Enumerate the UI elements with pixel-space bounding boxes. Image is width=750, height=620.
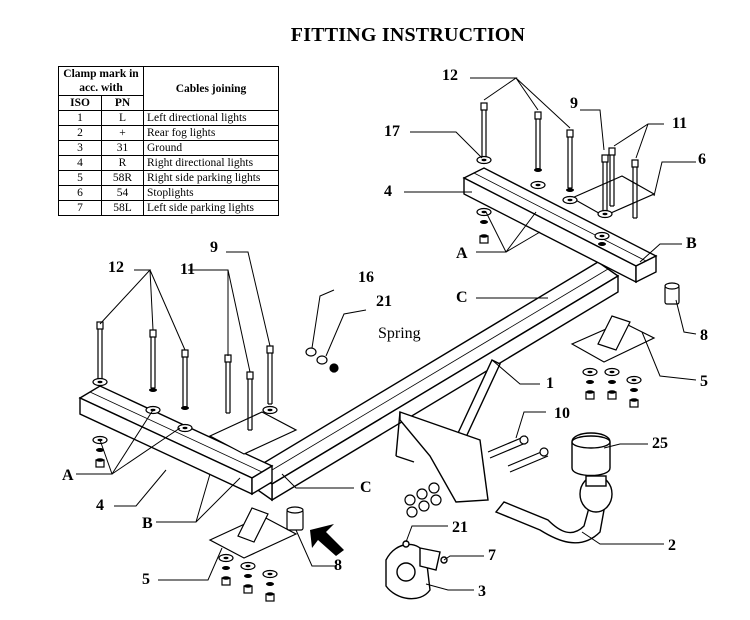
table-row: 7 58L Left side parking lights xyxy=(57,200,279,216)
label-5-left: 5 xyxy=(142,571,150,588)
label-6: 6 xyxy=(698,151,706,168)
label-5-right: 5 xyxy=(700,373,708,390)
header-clamp-mark: Clamp mark in acc. with xyxy=(58,66,144,96)
tow-ball-2 xyxy=(494,475,613,544)
label-11-left: 11 xyxy=(180,261,195,278)
label-16: 16 xyxy=(358,269,374,286)
label-21-bottom: 21 xyxy=(452,519,468,536)
table-row: 5 58R Right side parking lights xyxy=(57,170,279,186)
label-8-right: 8 xyxy=(700,327,708,344)
right-side-bracket xyxy=(462,167,658,284)
label-10: 10 xyxy=(554,405,570,422)
label-12-top: 12 xyxy=(442,67,458,84)
label-spring: Spring xyxy=(378,325,421,342)
label-a-left: A xyxy=(62,467,74,484)
label-3: 3 xyxy=(478,583,486,600)
insert-arrow xyxy=(310,524,344,556)
leader-lines xyxy=(76,77,697,591)
label-7: 7 xyxy=(488,547,496,564)
label-9-left: 9 xyxy=(210,239,218,256)
desc-cell: Left side parking lights xyxy=(143,200,279,216)
label-4-left: 4 xyxy=(96,497,104,514)
table-row: 3 31 Ground xyxy=(57,140,279,156)
label-9-top: 9 xyxy=(570,95,578,112)
label-a-top: A xyxy=(456,245,468,262)
label-11-top: 11 xyxy=(672,115,687,132)
pn-cell: 58R xyxy=(101,170,144,186)
label-8-bottom: 8 xyxy=(334,557,342,574)
header-pn: PN xyxy=(101,95,144,111)
label-c-top: C xyxy=(456,289,468,306)
small-parts-16-21 xyxy=(305,347,339,373)
iso-cell: 7 xyxy=(57,200,103,216)
ball-cap-25 xyxy=(571,432,611,477)
label-25: 25 xyxy=(652,435,668,452)
tow-arm xyxy=(395,359,501,503)
label-12-left: 12 xyxy=(108,259,124,276)
desc-cell: Right side parking lights xyxy=(143,170,279,186)
part-labels: 12 9 11 17 6 4 B A C 16 21 Spring 8 5 1 … xyxy=(62,67,708,600)
cable-table: Clamp mark in acc. with Cables joining I… xyxy=(57,66,279,216)
spacers-8 xyxy=(286,282,680,531)
page-title: FITTING INSTRUCTION xyxy=(290,24,526,46)
label-4-top: 4 xyxy=(384,183,392,200)
label-2: 2 xyxy=(668,537,676,554)
bolts-10 xyxy=(487,435,549,473)
label-b-right: B xyxy=(686,235,697,252)
label-17: 17 xyxy=(384,123,400,140)
label-c-bottom: C xyxy=(360,479,372,496)
table-row: 2 + Rear fog lights xyxy=(57,125,279,141)
arm-nuts xyxy=(404,482,442,518)
left-side-bracket xyxy=(78,385,274,496)
table-row: 4 R Right directional lights xyxy=(57,155,279,171)
label-21-top: 21 xyxy=(376,293,392,310)
label-1: 1 xyxy=(546,375,554,392)
label-b-left: B xyxy=(142,515,153,532)
socket-plate-3 xyxy=(385,540,448,600)
